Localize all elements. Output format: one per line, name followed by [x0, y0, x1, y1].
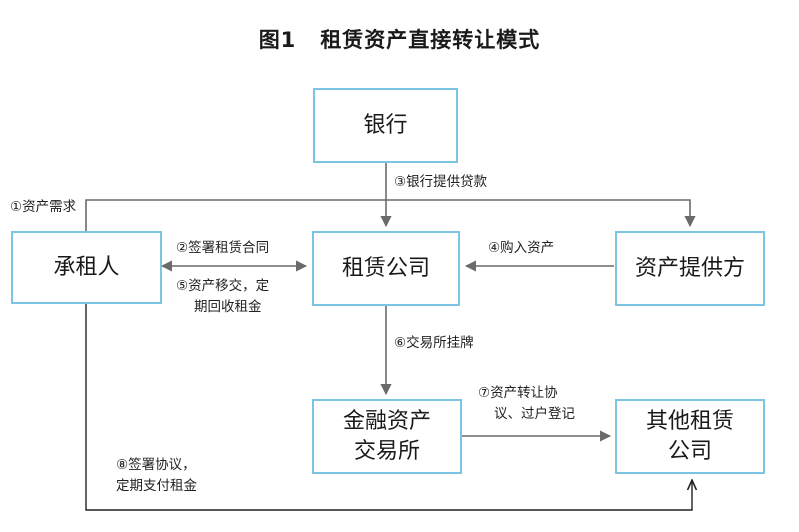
edge-5-label-line-1: ⑤资产移交，定 [176, 278, 270, 294]
node-exchange-line-1: 金融资产 [342, 408, 431, 434]
node-lessee: 承租人 [11, 231, 162, 304]
node-lessee-label: 承租人 [53, 254, 120, 280]
edge-2-label: ②签署租赁合同 [176, 238, 269, 259]
node-other-leasing-company: 其他租赁 公司 [615, 399, 765, 474]
diagram-title: 图1 租赁资产直接转让模式 [0, 24, 799, 54]
edge-2-label-line-1: ②签署租赁合同 [176, 240, 270, 256]
node-exchange: 金融资产 交易所 [312, 399, 462, 474]
edge-7-label: ⑦资产转让协 议、过户登记 [478, 383, 575, 425]
edge-8-label-line-1: ⑧签署协议， [116, 457, 196, 473]
edge-8-line [85, 304, 692, 511]
edge-1-label: ①资产需求 [10, 197, 76, 218]
figure-title-text: 租赁资产直接转让模式 [320, 28, 541, 52]
edge-8-label: ⑧签署协议， 定期支付租金 [116, 455, 197, 497]
edge-3-label: ③银行提供贷款 [394, 172, 487, 193]
node-leasing-company: 租赁公司 [312, 231, 460, 306]
edge-7-label-line-2: 议、过户登记 [494, 405, 575, 422]
edge-5-label: ⑤资产移交，定 期回收租金 [176, 276, 269, 318]
node-bank-label: 银行 [363, 112, 408, 138]
edge-4-label: ④购入资产 [488, 238, 554, 259]
node-supplier-label: 资产提供方 [634, 255, 745, 281]
edge-1-line [85, 199, 696, 232]
edge-7-label-line-1: ⑦资产转让协 [478, 385, 558, 401]
edge-3-label-line-1: ③银行提供贷款 [394, 174, 488, 190]
node-leasing-company-label: 租赁公司 [341, 255, 430, 281]
node-other-leasing-line-1: 其他租赁 [645, 408, 734, 434]
node-exchange-line-2: 交易所 [353, 438, 420, 464]
figure-number: 图1 [258, 28, 297, 52]
edge-4-label-line-1: ④购入资产 [488, 240, 555, 256]
node-other-leasing-line-2: 公司 [667, 438, 712, 464]
edge-8-label-line-2: 定期支付租金 [116, 477, 197, 494]
edge-6-label: ⑥交易所挂牌 [394, 333, 474, 354]
node-bank: 银行 [313, 88, 458, 163]
edge-5-label-line-2: 期回收租金 [194, 298, 262, 315]
node-supplier: 资产提供方 [615, 231, 765, 306]
edge-6-label-line-1: ⑥交易所挂牌 [394, 335, 474, 351]
edge-1-label-line-1: ①资产需求 [10, 199, 77, 215]
